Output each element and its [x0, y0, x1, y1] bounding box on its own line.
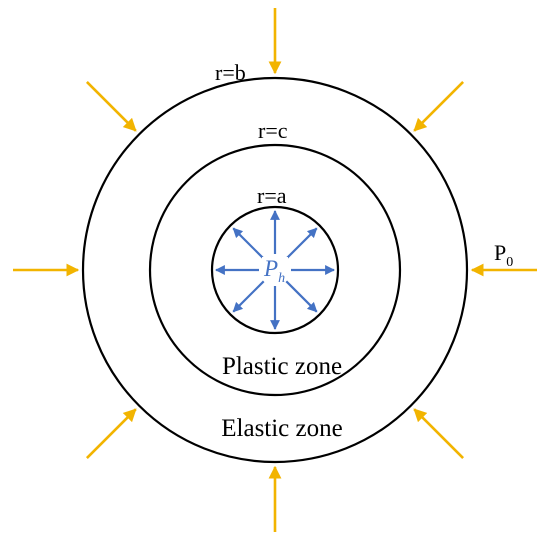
cavity-wall-circle — [210, 205, 340, 335]
internal-pressure-arrows — [215, 210, 335, 330]
internal-pressure-label: Ph — [263, 256, 285, 286]
outer-boundary-circle — [81, 76, 469, 464]
plastic-zone-label: Plastic zone — [222, 353, 342, 380]
internal-pressure-base: P — [263, 256, 278, 281]
external-load-arrow-top-right — [413, 80, 465, 132]
outer-radius-label: r=b — [215, 60, 246, 85]
external-load-arrow-bottom-left — [85, 408, 137, 460]
middle-radius-label: r=c — [258, 118, 288, 143]
internal-pressure-arrow-2 — [285, 227, 318, 260]
plastic-elastic-interface-circle — [148, 143, 402, 397]
external-load-arrow-top-left — [85, 80, 137, 132]
internal-pressure-arrow-6 — [232, 280, 265, 313]
external-pressure-label: P0 — [494, 240, 513, 270]
external-pressure-base: P — [494, 240, 506, 265]
internal-pressure-subscript: h — [278, 271, 285, 286]
internal-pressure-arrow-4 — [285, 280, 318, 313]
external-pressure-subscript: 0 — [506, 255, 513, 270]
external-load-arrows — [13, 8, 537, 532]
internal-pressure-arrow-8 — [232, 227, 265, 260]
internal-pressure-label-bg — [262, 257, 288, 279]
inner-radius-label: r=a — [257, 183, 287, 208]
external-load-arrow-bottom-right — [413, 408, 465, 460]
elastic-zone-label: Elastic zone — [221, 415, 342, 442]
